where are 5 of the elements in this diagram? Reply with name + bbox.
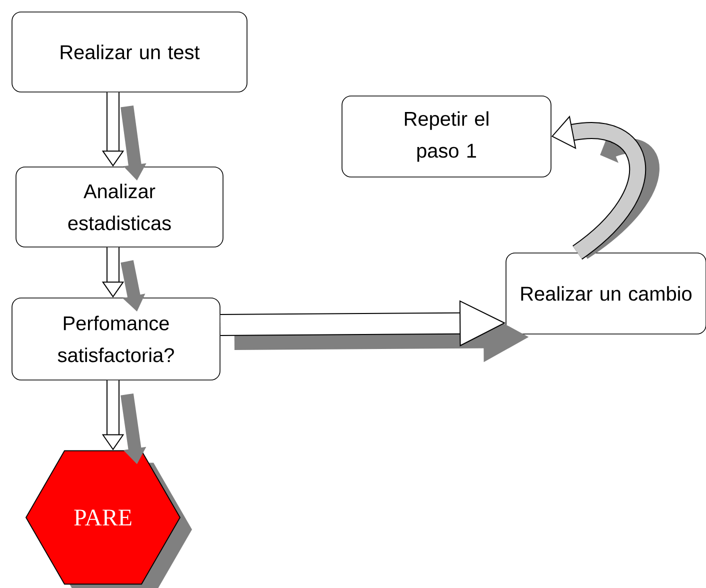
process-box: Analizar estadisticas: [16, 166, 224, 248]
process-box: Realizar un cambio: [506, 252, 706, 334]
process-box: Repetir el paso 1: [342, 96, 552, 178]
process-box: Perfomance satisfactoria?: [12, 298, 220, 380]
process-box: Realizar un test: [12, 12, 248, 92]
